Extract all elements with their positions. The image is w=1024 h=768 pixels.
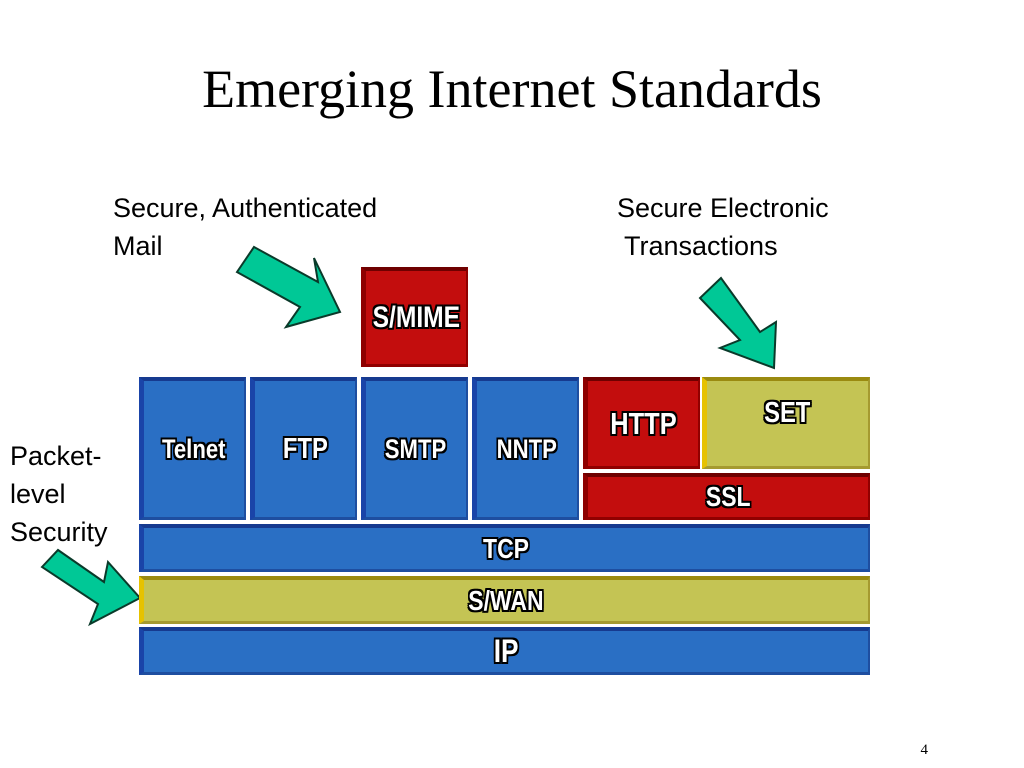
tcp-block: TCP xyxy=(139,524,870,572)
tcp-label: TCP xyxy=(483,532,529,564)
slide-title: Emerging Internet Standards xyxy=(202,59,822,119)
set-label: SET xyxy=(764,397,811,429)
arrow-to-smime-icon xyxy=(235,245,342,329)
telnet-block: Telnet xyxy=(139,377,246,520)
swan-block: S/WAN xyxy=(139,576,870,624)
set-block: SET xyxy=(702,377,870,469)
ssl-block: SSL xyxy=(583,473,870,520)
http-block: HTTP xyxy=(583,377,700,469)
http-label: HTTP xyxy=(609,405,677,441)
smtp-block: SMTP xyxy=(361,377,468,520)
smime-label: S/MIME xyxy=(372,300,460,334)
note-secure-transactions: Secure Electronic Transactions xyxy=(617,193,829,261)
ftp-block: FTP xyxy=(250,377,357,520)
note-secure-mail: Secure, Authenticated Mail xyxy=(113,193,378,261)
note-packet-security: Packet- level Security xyxy=(10,441,108,547)
arrow-to-set-icon xyxy=(698,276,778,370)
smime-block: S/MIME xyxy=(361,267,468,367)
ip-block: IP xyxy=(139,627,870,675)
telnet-label: Telnet xyxy=(162,433,226,464)
ssl-label: SSL xyxy=(705,481,751,512)
ip-label: IP xyxy=(493,633,519,669)
arrow-to-swan-icon xyxy=(40,548,142,627)
swan-label: S/WAN xyxy=(468,584,544,616)
nntp-label: NNTP xyxy=(496,433,558,464)
nntp-block: NNTP xyxy=(472,377,579,520)
ftp-label: FTP xyxy=(282,432,328,465)
page-number: 4 xyxy=(920,742,929,758)
smtp-label: SMTP xyxy=(385,433,447,464)
